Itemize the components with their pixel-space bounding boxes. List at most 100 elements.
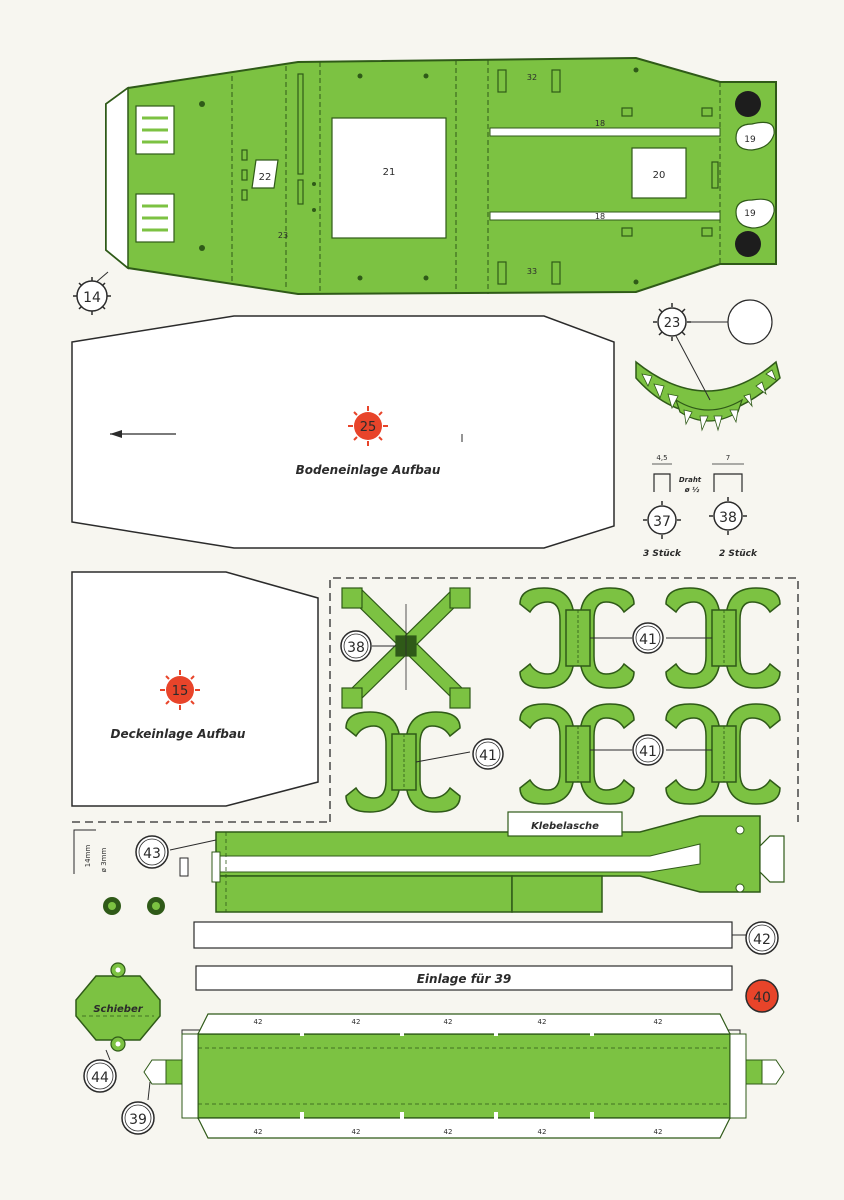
hull-track-blocks (135, 105, 175, 243)
hull-rear-wheel-top (735, 91, 761, 117)
box-39-strip-labels: 42 42 42 42 42 42 42 42 42 42 (254, 1018, 663, 1136)
hatch-21 (331, 117, 447, 239)
label-21: 21 (383, 167, 396, 178)
label-40: 40 (753, 990, 771, 1006)
label-44: 44 (91, 1070, 109, 1086)
plate-22 (251, 159, 279, 189)
box-39-right-stub (745, 1059, 763, 1085)
strip-42 (193, 921, 733, 949)
strip-label-2: 42 (352, 1018, 361, 1026)
strip-label-3: 42 (444, 1018, 453, 1026)
label-41a: 41 (639, 632, 657, 648)
hull-nose-flap (105, 86, 129, 270)
barrel-lower-strip (215, 875, 513, 913)
schieber-hole-top (115, 967, 121, 973)
box-39-body (197, 1033, 731, 1119)
hull-slots (241, 69, 719, 285)
wire-37-shape (653, 473, 671, 492)
clamp-leaders (415, 637, 712, 763)
label-deckeinlage: Deckeinlage Aufbau (111, 727, 246, 741)
label-42: 42 (753, 932, 771, 948)
label-25: 25 (360, 420, 377, 435)
label-3mm: ø 3mm (100, 848, 108, 873)
schieber-shape (75, 975, 161, 1041)
barrel-hole-top (735, 825, 745, 835)
leader-43 (169, 839, 217, 851)
marker-41-bottom: 41 (632, 734, 664, 766)
marker-25: 25 (348, 406, 388, 446)
box-39-right-flap (729, 1033, 747, 1119)
label-20: 20 (653, 170, 666, 181)
label-einlage39: Einlage für 39 (417, 972, 512, 986)
small-rect (179, 857, 189, 877)
marker-43: 43 (135, 835, 169, 869)
clamp-fold-lines (403, 610, 725, 790)
label-18a: 18 (595, 119, 605, 128)
dim-7: 7 (726, 454, 730, 462)
barrel-muzzle (759, 835, 785, 883)
label-33: 33 (527, 267, 537, 276)
label-43: 43 (143, 846, 161, 862)
dim-14mm-line (73, 829, 96, 874)
leader-39 (147, 1081, 151, 1101)
schieber-hole-bottom (115, 1041, 121, 1047)
marker-37: 37 (643, 501, 681, 539)
slider-part-44: Schieber 44 (75, 962, 161, 1093)
box-39-top-flap (197, 1013, 731, 1035)
marker-15: 15 (160, 670, 200, 710)
label-2-stueck: 2 Stück (719, 549, 758, 559)
strip-label-4: 42 (538, 1018, 547, 1026)
strip-label-6: 42 (254, 1128, 263, 1136)
strip-40 (195, 965, 733, 991)
floor-insert-25: 25 Bodeneinlage Aufbau (71, 315, 615, 549)
strip-label-8: 42 (444, 1128, 453, 1136)
marker-39: 39 (121, 1101, 155, 1135)
box-39-left-stub (165, 1059, 183, 1085)
marker-44: 44 (83, 1059, 117, 1093)
fender-part-23: 23 (635, 299, 781, 432)
label-draht-dia: ø ½ (684, 486, 700, 494)
marker-23: 23 (653, 303, 691, 341)
part-23-disc (727, 299, 773, 345)
label-19a: 19 (744, 135, 756, 145)
label-19b: 19 (744, 209, 756, 219)
label-18b: 18 (595, 212, 605, 221)
marker-42: 42 (745, 921, 779, 955)
label-37: 37 (653, 514, 671, 530)
barrel-part-43: Klebelasche 14mm ø 3mm 43 (73, 811, 785, 915)
label-14mm: 14mm (84, 845, 92, 868)
cut-frame (329, 577, 799, 822)
part-19-bottom (735, 198, 775, 229)
label-schieber: Schieber (93, 1004, 143, 1015)
hull-rivets (199, 67, 639, 285)
wire-parts-37-38: 4,5 7 Draht ø ½ 37 38 3 Stück 2 Stück (643, 454, 758, 559)
marker-41-left: 41 (472, 738, 504, 770)
part-19-top (735, 121, 775, 151)
strip-label-7: 42 (352, 1128, 361, 1136)
strip-label-1: 42 (254, 1018, 263, 1026)
marker-14: 14 (73, 277, 111, 315)
label-39: 39 (129, 1112, 147, 1128)
label-41b: 41 (479, 748, 497, 764)
barrel-end-slot (211, 851, 221, 883)
box-39-left-tip (143, 1059, 167, 1085)
klebelasche-box (507, 811, 623, 837)
box-39-fold-lines (198, 1047, 730, 1105)
marker-40: 40 (745, 979, 779, 1013)
label-23-small: 23 (278, 231, 288, 240)
part-23-teeth (641, 369, 777, 432)
strip-label-5: 42 (654, 1018, 663, 1026)
marker-38-cross: 38 (340, 630, 372, 662)
strip-18-top (489, 127, 721, 137)
label-41c: 41 (639, 744, 657, 760)
small-wheels (103, 897, 165, 915)
hull-fold-lines (231, 60, 721, 294)
strip-part-42: 42 (193, 921, 779, 955)
box-part-39: 42 42 42 42 42 42 42 42 42 42 39 (121, 1013, 785, 1139)
leader-44 (105, 1049, 111, 1061)
box-39-slots (300, 1020, 594, 1128)
label-15: 15 (172, 684, 189, 699)
marker-41-top: 41 (632, 622, 664, 654)
hull-rear-wheel-bottom (735, 231, 761, 257)
